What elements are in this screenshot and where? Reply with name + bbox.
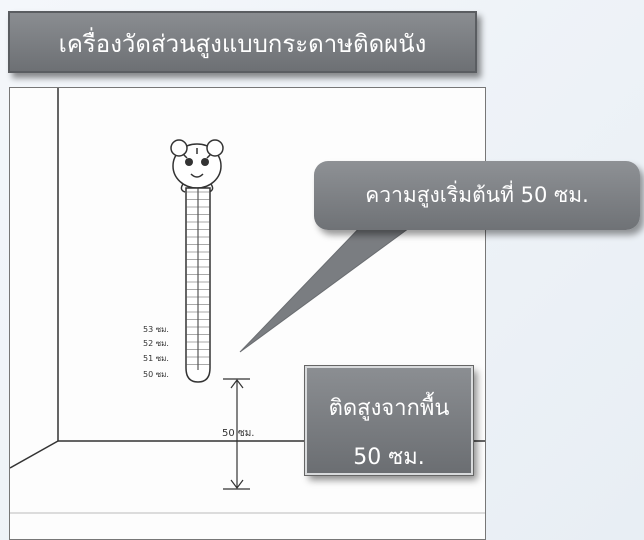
ruler-label-51: 51 ซม. (143, 354, 169, 363)
start-height-callout: ความสูงเริ่มต้นที่ 50 ซม. (314, 161, 640, 230)
ruler-label-50: 50 ซม. (143, 370, 169, 379)
tiger-head-icon (170, 139, 224, 193)
mount-height-note: ติดสูงจากพื้น 50 ซม. (304, 365, 474, 476)
room-sketch: 53 ซม. 52 ซม. 51 ซม. 50 ซม. 50 ซม. (10, 88, 485, 514)
note-line2: 50 ซม. (353, 445, 425, 470)
floor-gap-label: 50 ซม. (222, 428, 254, 439)
height-ruler (185, 187, 211, 383)
floor-gap-dimension (223, 378, 250, 490)
page-title: เครื่องวัดส่วนสูงแบบกระดาษติดผนัง (8, 11, 477, 73)
ruler-label-52: 52 ซม. (143, 339, 169, 348)
floor-left-line (10, 440, 59, 469)
note-line1: ติดสูงจากพื้น (328, 396, 450, 421)
ruler-label-53: 53 ซม. (143, 325, 169, 334)
